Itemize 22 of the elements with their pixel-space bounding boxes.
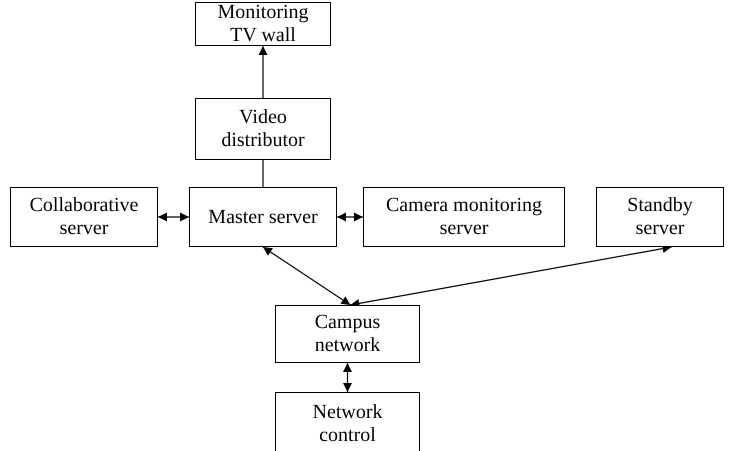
arrow [337, 212, 363, 222]
process-box [363, 187, 565, 247]
process-box [275, 305, 420, 363]
box-label: Master server [208, 206, 318, 228]
arrow [262, 246, 351, 306]
process-box [189, 187, 337, 247]
box-label: Network control [312, 400, 384, 446]
process-box [195, 2, 331, 46]
box-label: Standby server [626, 194, 694, 240]
process-box [195, 98, 331, 160]
process-box [10, 187, 158, 247]
box-label: Camera monitoring server [384, 194, 544, 240]
box-label: Video distributor [220, 106, 306, 152]
arrow [343, 363, 352, 392]
box-label: Monitoring TV wall [216, 1, 310, 47]
arrow [158, 212, 189, 222]
process-box [275, 392, 420, 451]
process-box [596, 187, 724, 247]
box-label: Collaborative server [28, 194, 140, 240]
box-label: Campus network [314, 311, 382, 357]
connector-line [262, 160, 264, 187]
arrow [258, 46, 268, 98]
